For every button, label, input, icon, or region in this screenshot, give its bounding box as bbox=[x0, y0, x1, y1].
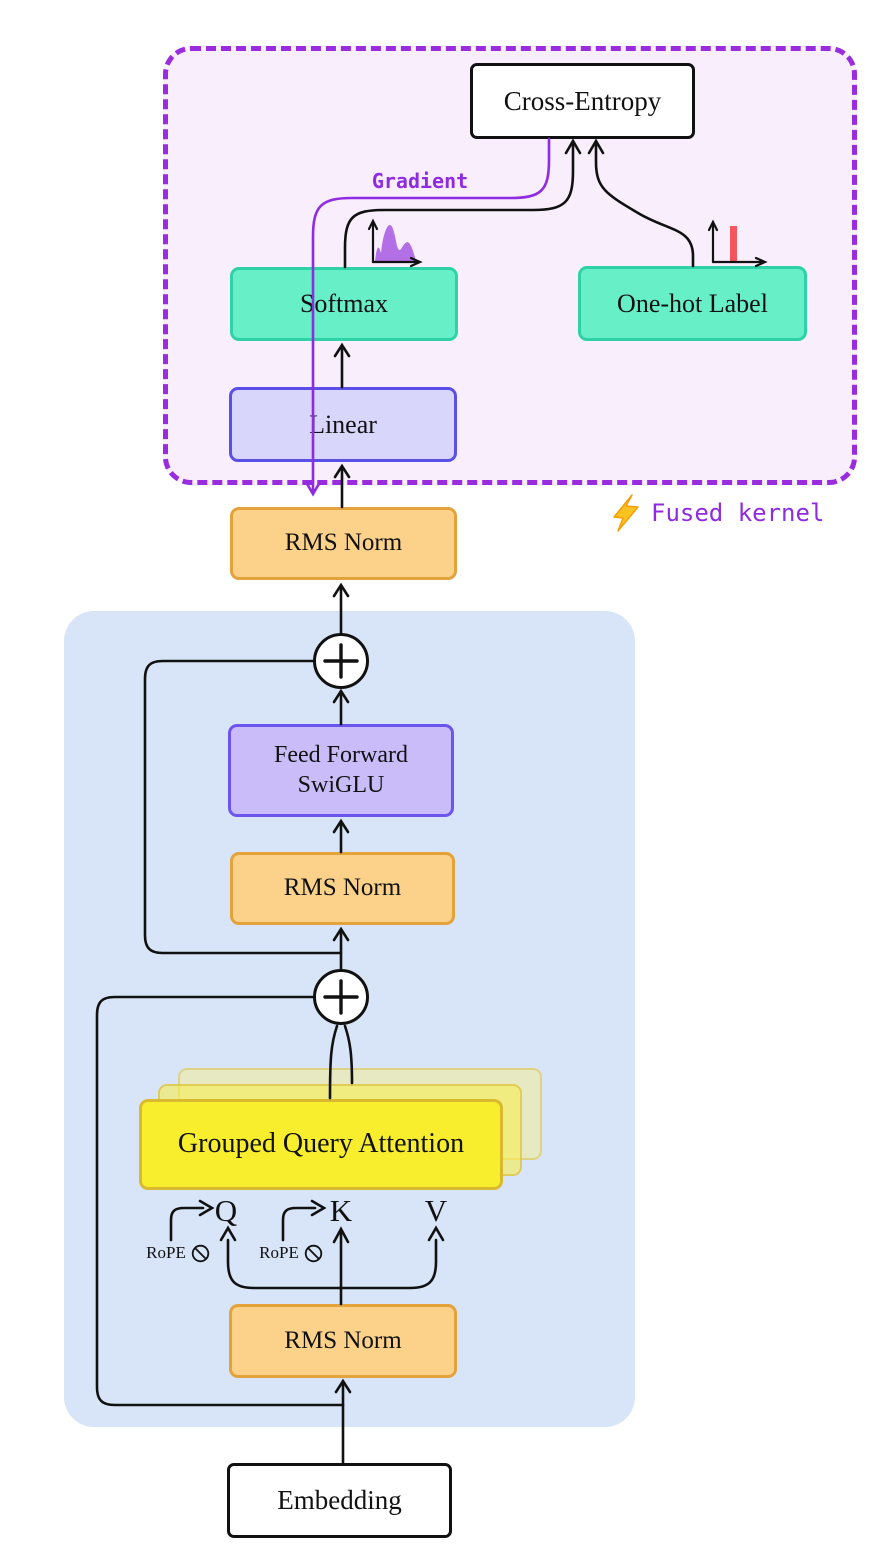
circle-slash-icon bbox=[191, 1244, 210, 1262]
attention-residual-line bbox=[95, 995, 345, 1407]
gradient-flow-arrow bbox=[304, 137, 551, 497]
ffn-to-add1-arrow bbox=[332, 688, 350, 726]
grouped-query-attention-box: Grouped Query Attention bbox=[139, 1099, 503, 1190]
fused-kernel-label: Fused kernel bbox=[651, 499, 825, 527]
rope-k-label: RoPE bbox=[259, 1243, 299, 1262]
cross-entropy-label: Cross-Entropy bbox=[503, 85, 662, 116]
softmax-distribution-icon bbox=[367, 218, 423, 268]
rope-q-label: RoPE bbox=[146, 1243, 186, 1262]
rope-q-annotation: RoPE bbox=[133, 1243, 223, 1263]
grouped-query-attention-label: Grouped Query Attention bbox=[177, 1128, 465, 1160]
q-label: Q bbox=[214, 1193, 238, 1228]
gradient-annotation: Gradient bbox=[371, 169, 469, 193]
rms-norm-bottom-box: RMS Norm bbox=[229, 1304, 457, 1378]
rope-to-k-arrow bbox=[281, 1199, 327, 1242]
rms-norm-top-box: RMS Norm bbox=[230, 507, 457, 580]
feed-forward-box: Feed Forward SwiGLU bbox=[228, 724, 454, 817]
rmsnorm-to-ffn-arrow bbox=[332, 818, 350, 854]
gqa-merge-fork bbox=[328, 1024, 354, 1100]
embedding-to-rmsnorm-arrow bbox=[334, 1378, 352, 1465]
linear-label: Linear bbox=[309, 409, 377, 439]
rope-to-q-arrow bbox=[169, 1199, 215, 1242]
rms-norm-mid-box: RMS Norm bbox=[230, 852, 455, 925]
ffn-residual-line bbox=[143, 659, 343, 955]
rope-k-annotation: RoPE bbox=[246, 1243, 336, 1263]
softmax-to-crossentropy-arrow bbox=[343, 138, 582, 269]
rmsnorm-to-k-arrow bbox=[332, 1226, 350, 1306]
linear-box: Linear bbox=[229, 387, 457, 462]
one-hot-label: One-hot Label bbox=[617, 288, 768, 318]
one-hot-label-box: One-hot Label bbox=[578, 266, 807, 341]
cross-entropy-box: Cross-Entropy bbox=[470, 63, 695, 139]
rmsnorm-to-q-v-arrows bbox=[219, 1225, 445, 1290]
rms-norm-top-label: RMS Norm bbox=[284, 529, 403, 557]
residual-add-1 bbox=[313, 633, 369, 689]
fused-kernel-badge: Fused kernel bbox=[610, 493, 824, 533]
circle-slash-icon bbox=[304, 1244, 323, 1262]
rms-norm-bottom-label: RMS Norm bbox=[284, 1326, 402, 1354]
rmsnorm-to-linear-arrow bbox=[333, 463, 351, 509]
softmax-label: Softmax bbox=[299, 289, 389, 319]
softmax-box: Softmax bbox=[230, 267, 458, 341]
k-label: K bbox=[329, 1193, 353, 1228]
v-label: V bbox=[424, 1193, 448, 1228]
add2-to-rmsnorm-arrow bbox=[332, 926, 350, 972]
embedding-box: Embedding bbox=[227, 1463, 452, 1538]
feed-forward-label-line2: SwiGLU bbox=[297, 771, 385, 798]
linear-to-softmax-arrow bbox=[333, 342, 351, 389]
one-hot-bar-icon bbox=[707, 219, 768, 268]
onehot-to-crossentropy-arrow bbox=[587, 138, 695, 268]
residual-add-2 bbox=[313, 969, 369, 1025]
embedding-label: Embedding bbox=[277, 1485, 402, 1516]
add1-to-rmsnorm-arrow bbox=[332, 582, 350, 636]
feed-forward-label-line1: Feed Forward bbox=[274, 742, 408, 769]
rms-norm-mid-label: RMS Norm bbox=[283, 874, 402, 902]
lightning-icon bbox=[613, 494, 639, 532]
